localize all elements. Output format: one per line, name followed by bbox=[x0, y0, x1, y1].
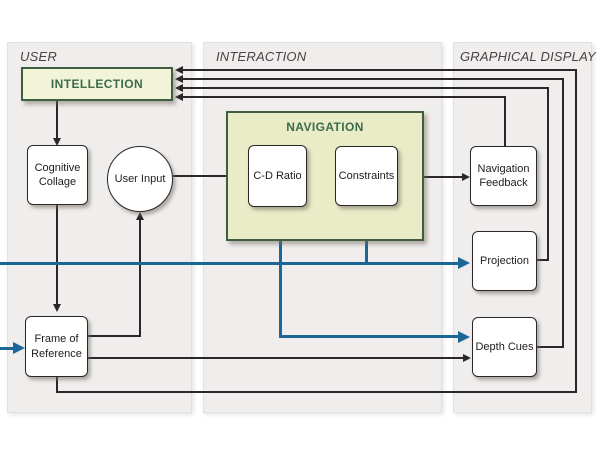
arrowhead-blue-into-projection bbox=[458, 257, 470, 269]
node-navigation-feedback-label: Navigation Feedback bbox=[477, 162, 530, 189]
arrowhead-into-intellection-4 bbox=[175, 93, 183, 101]
panel-user-label: USER bbox=[20, 49, 57, 64]
node-depth-cues-label: Depth Cues bbox=[475, 340, 534, 353]
arrowhead-into-depth-cues-black bbox=[463, 354, 471, 362]
edge-frameref-to-userinput-h bbox=[88, 335, 141, 337]
node-constraints-label: Constraints bbox=[338, 169, 395, 182]
arrowhead-into-cognitive-collage bbox=[53, 138, 61, 146]
node-user-input-label: User Input bbox=[114, 172, 166, 185]
arrowhead-into-user-input bbox=[136, 212, 144, 220]
node-cognitive-collage: Cognitive Collage bbox=[27, 145, 88, 205]
node-constraints: Constraints bbox=[335, 146, 398, 206]
edge-blue-main bbox=[0, 262, 460, 265]
edge-frameref-loop-right bbox=[575, 70, 577, 393]
edge-depthcues-loop-h1 bbox=[537, 346, 564, 348]
edge-depthcues-loop-top bbox=[183, 78, 564, 80]
arrowhead-into-frame-of-reference bbox=[53, 304, 61, 312]
edge-frameref-to-userinput-v bbox=[139, 219, 141, 337]
panel-interaction-label: INTERACTION bbox=[216, 49, 307, 64]
edge-cognitivecollage-to-frameref bbox=[56, 205, 58, 305]
node-cognitive-collage-label: Cognitive Collage bbox=[34, 161, 81, 188]
edge-intellection-to-cognitivecollage bbox=[56, 101, 58, 139]
panel-graphical-display-label: GRAPHICAL DISPLAY bbox=[460, 49, 596, 64]
edge-projection-loop-top bbox=[183, 87, 549, 89]
edge-navfeedback-loop-v bbox=[504, 97, 506, 146]
edge-frameref-loop-bottom bbox=[56, 391, 577, 393]
edge-userinput-to-cdratio bbox=[173, 175, 237, 177]
edge-frameref-loop-top bbox=[183, 69, 577, 71]
node-intellection-label: INTELLECTION bbox=[50, 77, 144, 91]
arrowhead-into-intellection-3 bbox=[175, 84, 183, 92]
node-frame-of-reference: Frame of Reference bbox=[25, 316, 88, 377]
edge-blue-branch-constraints bbox=[365, 219, 368, 264]
edge-blue-into-frameref bbox=[0, 347, 14, 350]
node-navigation-feedback: Navigation Feedback bbox=[470, 146, 537, 206]
node-depth-cues: Depth Cues bbox=[472, 317, 537, 377]
group-navigation-label: NAVIGATION bbox=[286, 120, 364, 134]
edge-blue-branch-cdratio-depthcues bbox=[279, 219, 282, 338]
node-intellection: INTELLECTION bbox=[21, 67, 173, 101]
node-projection-label: Projection bbox=[480, 254, 529, 267]
edge-depthcues-loop-right bbox=[562, 79, 564, 348]
arrowhead-blue-into-depth-cues bbox=[458, 331, 470, 343]
node-cd-ratio: C-D Ratio bbox=[248, 145, 307, 207]
edge-projection-loop-right bbox=[547, 88, 549, 261]
arrowhead-blue-into-frame-of-reference bbox=[13, 342, 25, 354]
node-user-input: User Input bbox=[107, 146, 173, 212]
arrowhead-into-intellection-1 bbox=[175, 66, 183, 74]
edge-blue-to-depthcues bbox=[279, 335, 460, 338]
node-frame-of-reference-label: Frame of Reference bbox=[31, 333, 82, 360]
edge-projection-loop-h1 bbox=[537, 259, 549, 261]
arrowhead-into-intellection-2 bbox=[175, 75, 183, 83]
node-cd-ratio-label: C-D Ratio bbox=[253, 169, 302, 182]
edge-navfeedback-loop-top bbox=[183, 96, 506, 98]
edge-frameref-loop-v1 bbox=[56, 377, 58, 393]
arrowhead-into-navigation-feedback bbox=[462, 173, 470, 181]
edge-frameref-to-depthcues bbox=[88, 357, 464, 359]
edge-constraints-to-navfeedback bbox=[398, 176, 462, 178]
node-projection: Projection bbox=[472, 231, 537, 291]
